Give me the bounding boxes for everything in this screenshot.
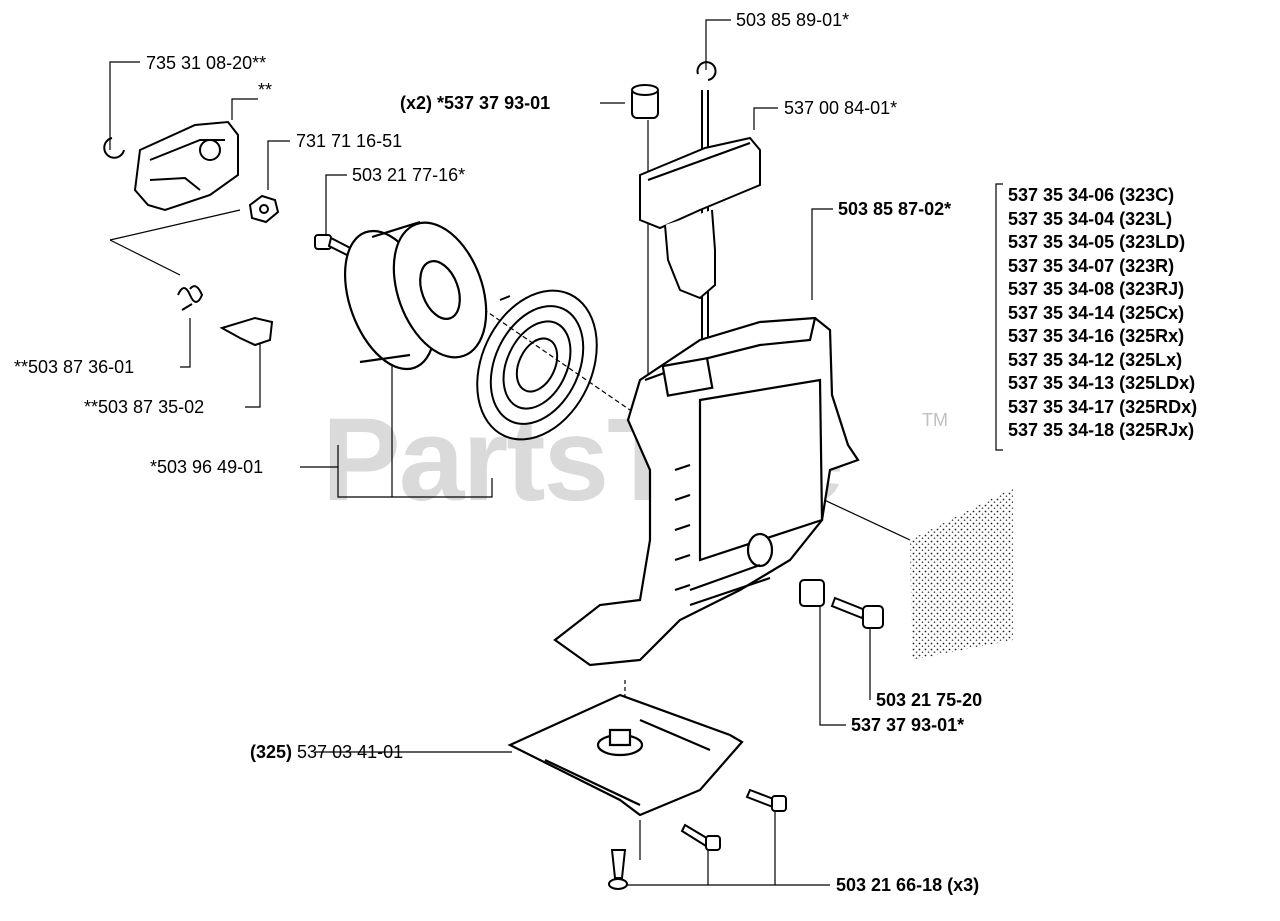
variant-item[interactable]: 537 35 34-13 (325LDx) [1008,373,1196,393]
leader-spring-group [109,209,241,276]
base-plate-icon [507,693,744,817]
variant-item[interactable]: 537 35 34-16 (325Rx) [1008,326,1185,346]
spring-icon [177,285,204,311]
leader-503858901 [705,19,731,70]
nut-icon [248,194,280,224]
pawl-housing-icon [133,120,239,212]
leader-503873502 [245,340,261,408]
leader-503858702 [811,208,833,300]
leader-503216618 [612,810,830,886]
variant-item[interactable]: 537 35 34-04 (323L) [1008,208,1173,229]
bracket-variants [995,183,1003,451]
leader-double-star [231,98,258,120]
starter-pulley-icon [343,220,488,371]
part-label-735310820[interactable]: 735 31 08-20** [146,53,267,73]
leader-735310820 [109,61,140,150]
model-variant-list: 537 35 34-06 (323C) 537 35 34-04 (323L) … [1008,184,1197,443]
part-label-503873502[interactable]: **503 87 35-02 [84,397,205,417]
part-label-537379301[interactable]: 537 37 93-01* [851,715,965,735]
housing-screw-icon [830,596,884,629]
part-label-537008401[interactable]: 537 00 84-01* [784,98,898,118]
trademark-mark: TM [922,410,948,430]
variant-item[interactable]: 537 35 34-12 (325Lx) [1008,349,1183,370]
part-label-731711651[interactable]: 731 71 16-51 [296,131,403,151]
leader-731711651 [267,140,290,190]
variant-item[interactable]: 537 35 34-05 (323LD) [1008,232,1186,252]
variant-item[interactable]: 537 35 34-18 (325RJx) [1008,420,1195,440]
variant-item[interactable]: 537 35 34-08 (323RJ) [1008,279,1185,299]
leader-503873601 [180,318,191,368]
leader-537379301 [819,600,846,726]
part-label-503858702[interactable]: 503 85 87-02* [838,199,952,219]
retainer-clip-icon [103,137,125,159]
starter-housing-icon [553,316,860,667]
variant-item[interactable]: 537 35 34-06 (323C) [1008,185,1175,205]
part-label-503873601[interactable]: **503 87 36-01 [14,357,135,377]
part-label-503858901[interactable]: 503 85 89-01* [736,10,850,30]
pawl-icon [219,316,274,347]
variant-item[interactable]: 537 35 34-17 (325RDx) [1008,396,1198,417]
model-prefix-325: (325) [250,742,293,762]
leader-537008401 [753,107,778,130]
part-number-537034101: 537 03 41-01 [292,742,404,762]
part-label-537379301-top[interactable]: (x2) *537 37 93-01 [400,93,551,113]
part-label-double-star: ** [258,80,273,100]
part-label-503964901[interactable]: *503 96 49-01 [150,457,264,477]
recoil-spring-icon [476,289,598,441]
air-filter-icon [910,488,1013,660]
part-label-503217716[interactable]: 503 21 77-16* [352,165,466,185]
leader-503217716 [325,174,347,240]
lower-bushing-icon [799,579,825,607]
bushing-icon [631,84,659,119]
part-label-503216618[interactable]: 503 21 66-18 (x3) [836,875,980,895]
variant-item[interactable]: 537 35 34-14 (325Cx) [1008,302,1185,323]
plate-screw-icon [608,788,787,890]
starter-handle-icon [639,136,761,300]
part-label-537034101[interactable]: (325) 537 03 41-01 [250,742,403,762]
variant-item[interactable]: 537 35 34-07 (323R) [1008,255,1175,276]
part-label-503217520[interactable]: 503 21 75-20 [876,690,983,710]
